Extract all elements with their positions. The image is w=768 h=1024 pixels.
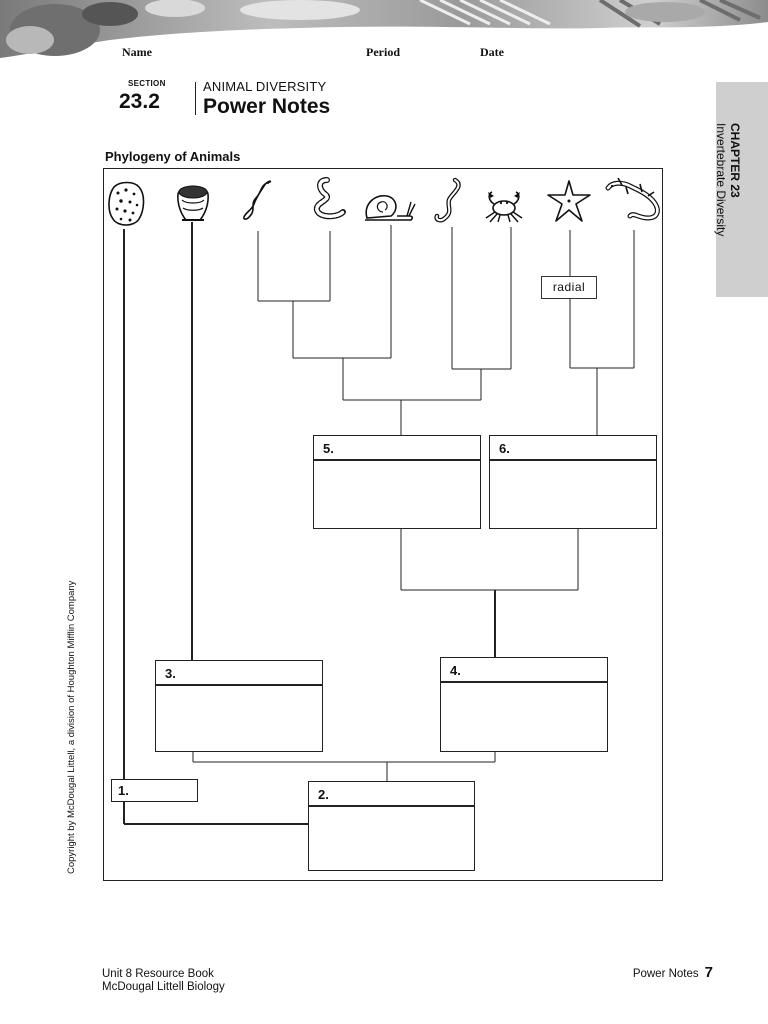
radial-symmetry-label: radial (541, 276, 597, 299)
date-label: Date (480, 45, 504, 59)
box-number: 4. (450, 663, 461, 678)
lizard-icon (605, 178, 660, 221)
page-title: Power Notes (203, 95, 331, 118)
section-number: 23.2 (119, 90, 160, 113)
section-category: ANIMAL DIVERSITY (203, 79, 327, 94)
box-number: 3. (165, 666, 176, 681)
box-number: 6. (499, 441, 510, 456)
footer-left: Unit 8 Resource Book McDougal Littell Bi… (102, 968, 225, 994)
nature-photo-banner (0, 0, 768, 58)
answer-box-4[interactable]: 4. (440, 657, 608, 752)
book-title: Unit 8 Resource Book (102, 968, 214, 980)
box-divider (490, 459, 656, 461)
sea-anemone-icon (177, 185, 209, 221)
section-divider (195, 82, 196, 115)
roundworm-icon (434, 177, 461, 223)
name-label: Name (122, 45, 152, 59)
box-divider (309, 805, 474, 807)
box-divider (156, 684, 322, 686)
answer-box-3[interactable]: 3. (155, 660, 323, 752)
sea-star-icon (547, 180, 591, 222)
footer-section-name: Power Notes (632, 968, 699, 980)
header-banner (0, 0, 768, 58)
box-divider (441, 681, 607, 683)
snail-icon (365, 194, 416, 221)
period-label: Period (366, 45, 400, 59)
sponge-icon (108, 181, 145, 226)
crab-icon (485, 191, 523, 223)
box-number: 5. (323, 441, 334, 456)
publisher-name: McDougal Littell Biology (102, 981, 225, 993)
flatworm-icon (243, 180, 272, 220)
box-number: 2. (318, 787, 329, 802)
diagram-frame (103, 168, 663, 881)
answer-box-6[interactable]: 6. (489, 435, 657, 529)
answer-box-5[interactable]: 5. (313, 435, 481, 529)
footer-right: Power Notes 7 (632, 964, 713, 981)
chapter-tab (716, 82, 768, 297)
answer-box-2[interactable]: 2. (308, 781, 475, 871)
answer-box-1[interactable]: 1. (111, 779, 198, 802)
earthworm-icon (313, 177, 346, 220)
box-number: 1. (118, 783, 129, 798)
section-label: SECTION (128, 79, 166, 88)
page-number: 7 (704, 964, 713, 981)
diagram-title: Phylogeny of Animals (105, 149, 241, 164)
box-divider (314, 459, 480, 461)
